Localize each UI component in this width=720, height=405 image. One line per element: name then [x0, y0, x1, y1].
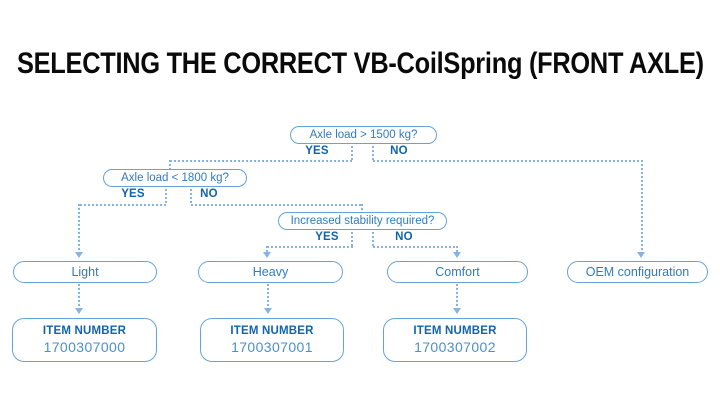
decision-1-no-label: NO [390, 145, 408, 157]
connector-d1-yes-to-d2 [169, 160, 171, 169]
decision-2-no-label: NO [200, 188, 218, 200]
page-title: SELECTING THE CORRECT VB-CoilSpring (FRO… [17, 47, 704, 80]
item-number-value: 1700307002 [414, 339, 496, 355]
connector-d1-no-to-oem [641, 160, 643, 252]
result-oem-configuration: OEM configuration [567, 261, 708, 283]
arrowhead-down-heavy [263, 252, 271, 258]
arrowhead-down-oem [637, 252, 645, 258]
connector-d3-yes-hline [267, 246, 353, 248]
decision-2-yes-label: YES [121, 188, 145, 200]
decision-axle-load-1500: Axle load > 1500 kg? [290, 126, 437, 144]
decision-axle-load-1800-text: Axle load < 1800 kg? [121, 172, 229, 184]
item-box-heavy: ITEM NUMBER 1700307001 [200, 318, 344, 362]
decision-axle-load-1500-text: Axle load > 1500 kg? [309, 129, 418, 141]
item-number-label: ITEM NUMBER [42, 325, 127, 337]
connector-d2-no-stub [190, 189, 192, 204]
connector-comfort-to-item [456, 284, 458, 308]
connector-d1-no-stub [372, 146, 374, 160]
arrowhead-down-item-heavy [264, 308, 272, 314]
arrowhead-down-item-light [75, 308, 83, 314]
result-heavy-label: Heavy [252, 265, 289, 279]
result-light: Light [13, 261, 157, 283]
connector-d2-no-to-d3 [361, 204, 363, 213]
arrowhead-down-item-comfort [453, 308, 461, 314]
item-number-label: ITEM NUMBER [230, 325, 314, 337]
connector-d3-no-stub [372, 232, 374, 246]
arrowhead-down-comfort [453, 252, 461, 258]
item-box-light: ITEM NUMBER 1700307000 [12, 318, 157, 362]
connector-light-to-item [78, 284, 80, 308]
result-light-label: Light [71, 265, 99, 279]
item-number-label: ITEM NUMBER [413, 325, 497, 337]
connector-d1-no-hline [373, 160, 643, 162]
decision-increased-stability-text: Increased stability required? [290, 215, 435, 227]
connector-d3-yes-to-heavy [266, 246, 268, 252]
result-comfort-label: Comfort [435, 265, 480, 279]
connector-d2-yes-stub [165, 189, 167, 204]
connector-heavy-to-item [267, 284, 269, 308]
result-comfort: Comfort [387, 261, 528, 283]
item-number-value: 1700307000 [43, 339, 126, 355]
connector-d1-yes-hline [170, 160, 353, 162]
connector-d2-yes-to-light [78, 204, 80, 252]
connector-d3-no-hline [373, 246, 458, 248]
decision-axle-load-1800: Axle load < 1800 kg? [103, 169, 247, 187]
connector-d1-yes-stub [351, 146, 353, 160]
item-box-comfort: ITEM NUMBER 1700307002 [383, 318, 527, 362]
connector-d3-yes-stub [351, 232, 353, 246]
decision-3-no-label: NO [395, 231, 413, 243]
connector-d3-no-to-comfort [456, 246, 458, 252]
item-number-value: 1700307001 [231, 339, 313, 355]
result-heavy: Heavy [198, 261, 343, 283]
result-oem-configuration-label: OEM configuration [585, 265, 690, 279]
connector-d2-no-hline [191, 204, 363, 206]
decision-1-yes-label: YES [305, 145, 329, 157]
decision-increased-stability: Increased stability required? [278, 212, 447, 230]
decision-3-yes-label: YES [315, 231, 339, 243]
connector-d2-yes-hline [80, 204, 167, 206]
arrowhead-down-light [75, 252, 83, 258]
